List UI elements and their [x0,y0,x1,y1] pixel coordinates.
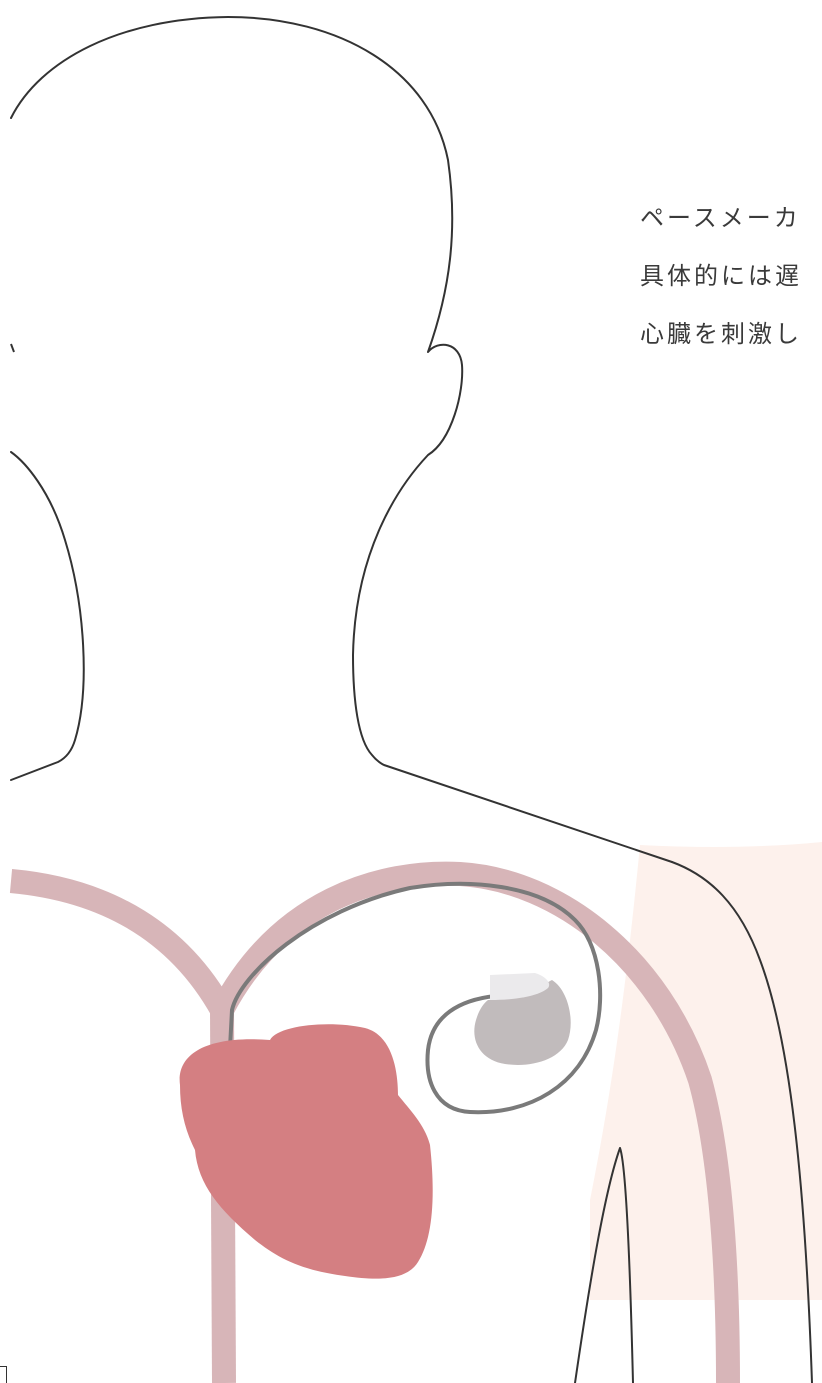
pacemaker-icon [474,973,570,1065]
caption-text-block: ペースメーカ 具体的には遅 心臓を刺激し [640,206,822,380]
left-edge-mark [11,344,14,352]
head-outline [11,17,672,862]
left-vein [11,881,222,1010]
left-neck-outline [11,452,84,780]
caption-line-2: 具体的には遅 [640,264,822,288]
caption-line-1: ペースメーカ [640,206,822,230]
crop-corner-mark [0,1366,7,1383]
caption-line-3: 心臓を刺激し [640,322,822,346]
